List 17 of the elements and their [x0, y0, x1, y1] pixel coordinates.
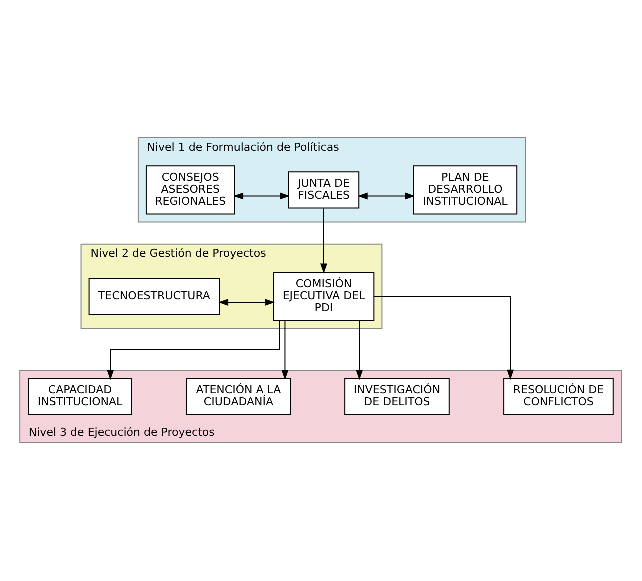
arrow [356, 320, 364, 380]
node-box: JUNTA DE FISCALES [288, 172, 360, 209]
node-box: COMISIÓN EJECUTIVA DEL PDI [273, 272, 375, 322]
node-box: CONSEJOS ASESORES REGIONALES [146, 166, 236, 215]
node-box: INVESTIGACIÓN DE DELITOS [344, 378, 450, 416]
node-box: TECNOESTRUCTURA [88, 278, 220, 316]
node-box: PLAN DE DESARROLLO INSTITUCIONAL [413, 166, 518, 215]
arrow [282, 320, 289, 380]
arrow [107, 320, 280, 380]
arrow [374, 296, 514, 380]
arrow [218, 299, 276, 306]
arrow [320, 208, 328, 274]
arrow [358, 192, 416, 200]
node-box: RESOLUCIÓN DE CONFLICTOS [504, 378, 614, 416]
node-box: CAPACIDAD INSTITUCIONAL [28, 378, 132, 416]
node-box: ATENCIÓN A LA CIUDADANÍA [186, 378, 292, 416]
arrow [234, 192, 290, 200]
